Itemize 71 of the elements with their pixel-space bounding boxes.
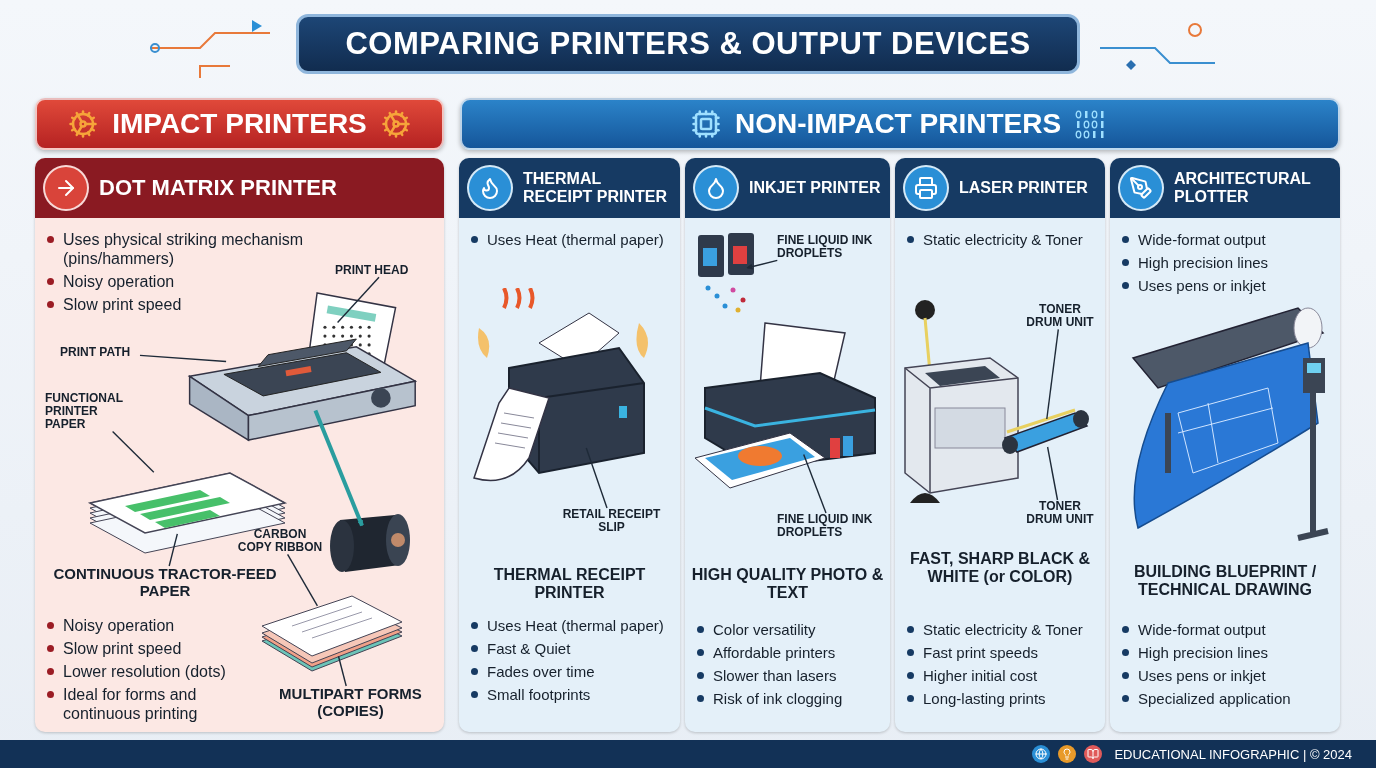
bullet-item: Uses pens or inkjet (1120, 666, 1334, 685)
bullet-item: Fast print speeds (905, 643, 1099, 662)
printer-card (459, 158, 680, 732)
subheading: THERMAL RECEIPT PRINTER (492, 566, 647, 603)
leader-line (111, 430, 155, 473)
printer-card (35, 158, 444, 732)
bullet-item: Higher initial cost (905, 666, 1099, 685)
leader-line (585, 447, 608, 509)
bullet-item: Ideal for forms and continuous printing (45, 685, 255, 723)
subheading: FAST, SHARP BLACK & WHITE (or COLOR) (908, 550, 1092, 587)
bullet-item: Static electricity & Toner (905, 230, 1099, 249)
card-heading: THERMAL RECEIPT PRINTER (523, 170, 668, 206)
bullet-item: Small footprints (469, 685, 674, 704)
callout-label: MULTIPART FORMS (COPIES) (263, 686, 438, 719)
bullet-item: Fades over time (469, 662, 674, 681)
bullet-item: High precision lines (1120, 643, 1334, 662)
bullet-item: Slower than lasers (695, 666, 884, 685)
bullet-item: Uses physical striking mechanism (pins/hammers) (45, 230, 335, 268)
bullet-item: Wide-format output (1120, 230, 1334, 249)
bullet-item: Noisy operation (45, 272, 335, 291)
bullet-item: Uses pens or inkjet (1120, 276, 1334, 295)
callout-label: PRINT HEAD (335, 264, 435, 278)
bullet-item: Uses Heat (thermal paper) (469, 230, 674, 249)
card-heading: INKJET PRINTER (749, 179, 881, 197)
section-header-band (35, 98, 444, 150)
subheading: BUILDING BLUEPRINT / TECHNICAL DRAWING (1132, 563, 1318, 600)
leader-line (803, 453, 827, 514)
bullet-item: High precision lines (1120, 253, 1334, 272)
bullet-item: Noisy operation (45, 616, 255, 635)
title-banner: COMPARING PRINTERS & OUTPUT DEVICES (296, 14, 1080, 74)
callout-label: RETAIL RECEIPT SLIP (554, 508, 669, 535)
card-heading: LASER PRINTER (959, 179, 1088, 197)
leader-line (168, 533, 178, 567)
section-title: NON-IMPACT PRINTERS (734, 108, 1062, 140)
bullet-item: Fast & Quiet (469, 639, 674, 658)
callout-label: TONER DRUM UNIT (1020, 500, 1100, 527)
card-heading: ARCHITECTURAL PLOTTER (1174, 170, 1312, 206)
bullet-item: Static electricity & Toner (905, 620, 1099, 639)
subheading: HIGH QUALITY PHOTO & TEXT (691, 566, 884, 603)
callout-label: FINE LIQUID INK DROPLETS (777, 513, 885, 540)
footer-text: EDUCATIONAL INFOGRAPHIC | © 2024 (1114, 746, 1352, 762)
printer-card (895, 158, 1105, 732)
bullet-item: Slow print speed (45, 295, 335, 314)
leader-line (336, 276, 380, 324)
leader-line (1046, 446, 1059, 501)
callout-label: CONTINUOUS TRACTOR-FEED PAPER (45, 566, 285, 599)
section-header-band (460, 98, 1340, 150)
leader-line (286, 553, 319, 607)
callout-label: FUNCTIONAL PRINTER PAPER (45, 392, 140, 432)
bullet-item: Color versatility (695, 620, 884, 639)
printer-card (1110, 158, 1340, 732)
leader-line (337, 655, 347, 687)
bullet-item: Specialized application (1120, 689, 1334, 708)
callout-label: CARBON COPY RIBBON (235, 528, 325, 555)
callout-label: TONER DRUM UNIT (1020, 303, 1100, 330)
bullet-item: Uses Heat (thermal paper) (469, 616, 674, 635)
bullet-item: Wide-format output (1120, 620, 1334, 639)
callout-label: FINE LIQUID INK DROPLETS (777, 234, 885, 261)
bullet-item: Affordable printers (695, 643, 884, 662)
section-title: IMPACT PRINTERS (112, 108, 367, 140)
bullet-item: Long-lasting prints (905, 689, 1099, 708)
leader-line (1046, 328, 1059, 420)
arrow (746, 259, 778, 270)
card-heading: DOT MATRIX PRINTER (99, 175, 337, 201)
callout-label: PRINT PATH (60, 346, 140, 360)
arrow (313, 409, 364, 527)
bullet-item: Risk of ink clogging (695, 689, 884, 708)
bullet-item: Lower resolution (dots) (45, 662, 255, 681)
printer-card (685, 158, 890, 732)
bullet-item: Slow print speed (45, 639, 255, 658)
leader-line (139, 354, 227, 363)
